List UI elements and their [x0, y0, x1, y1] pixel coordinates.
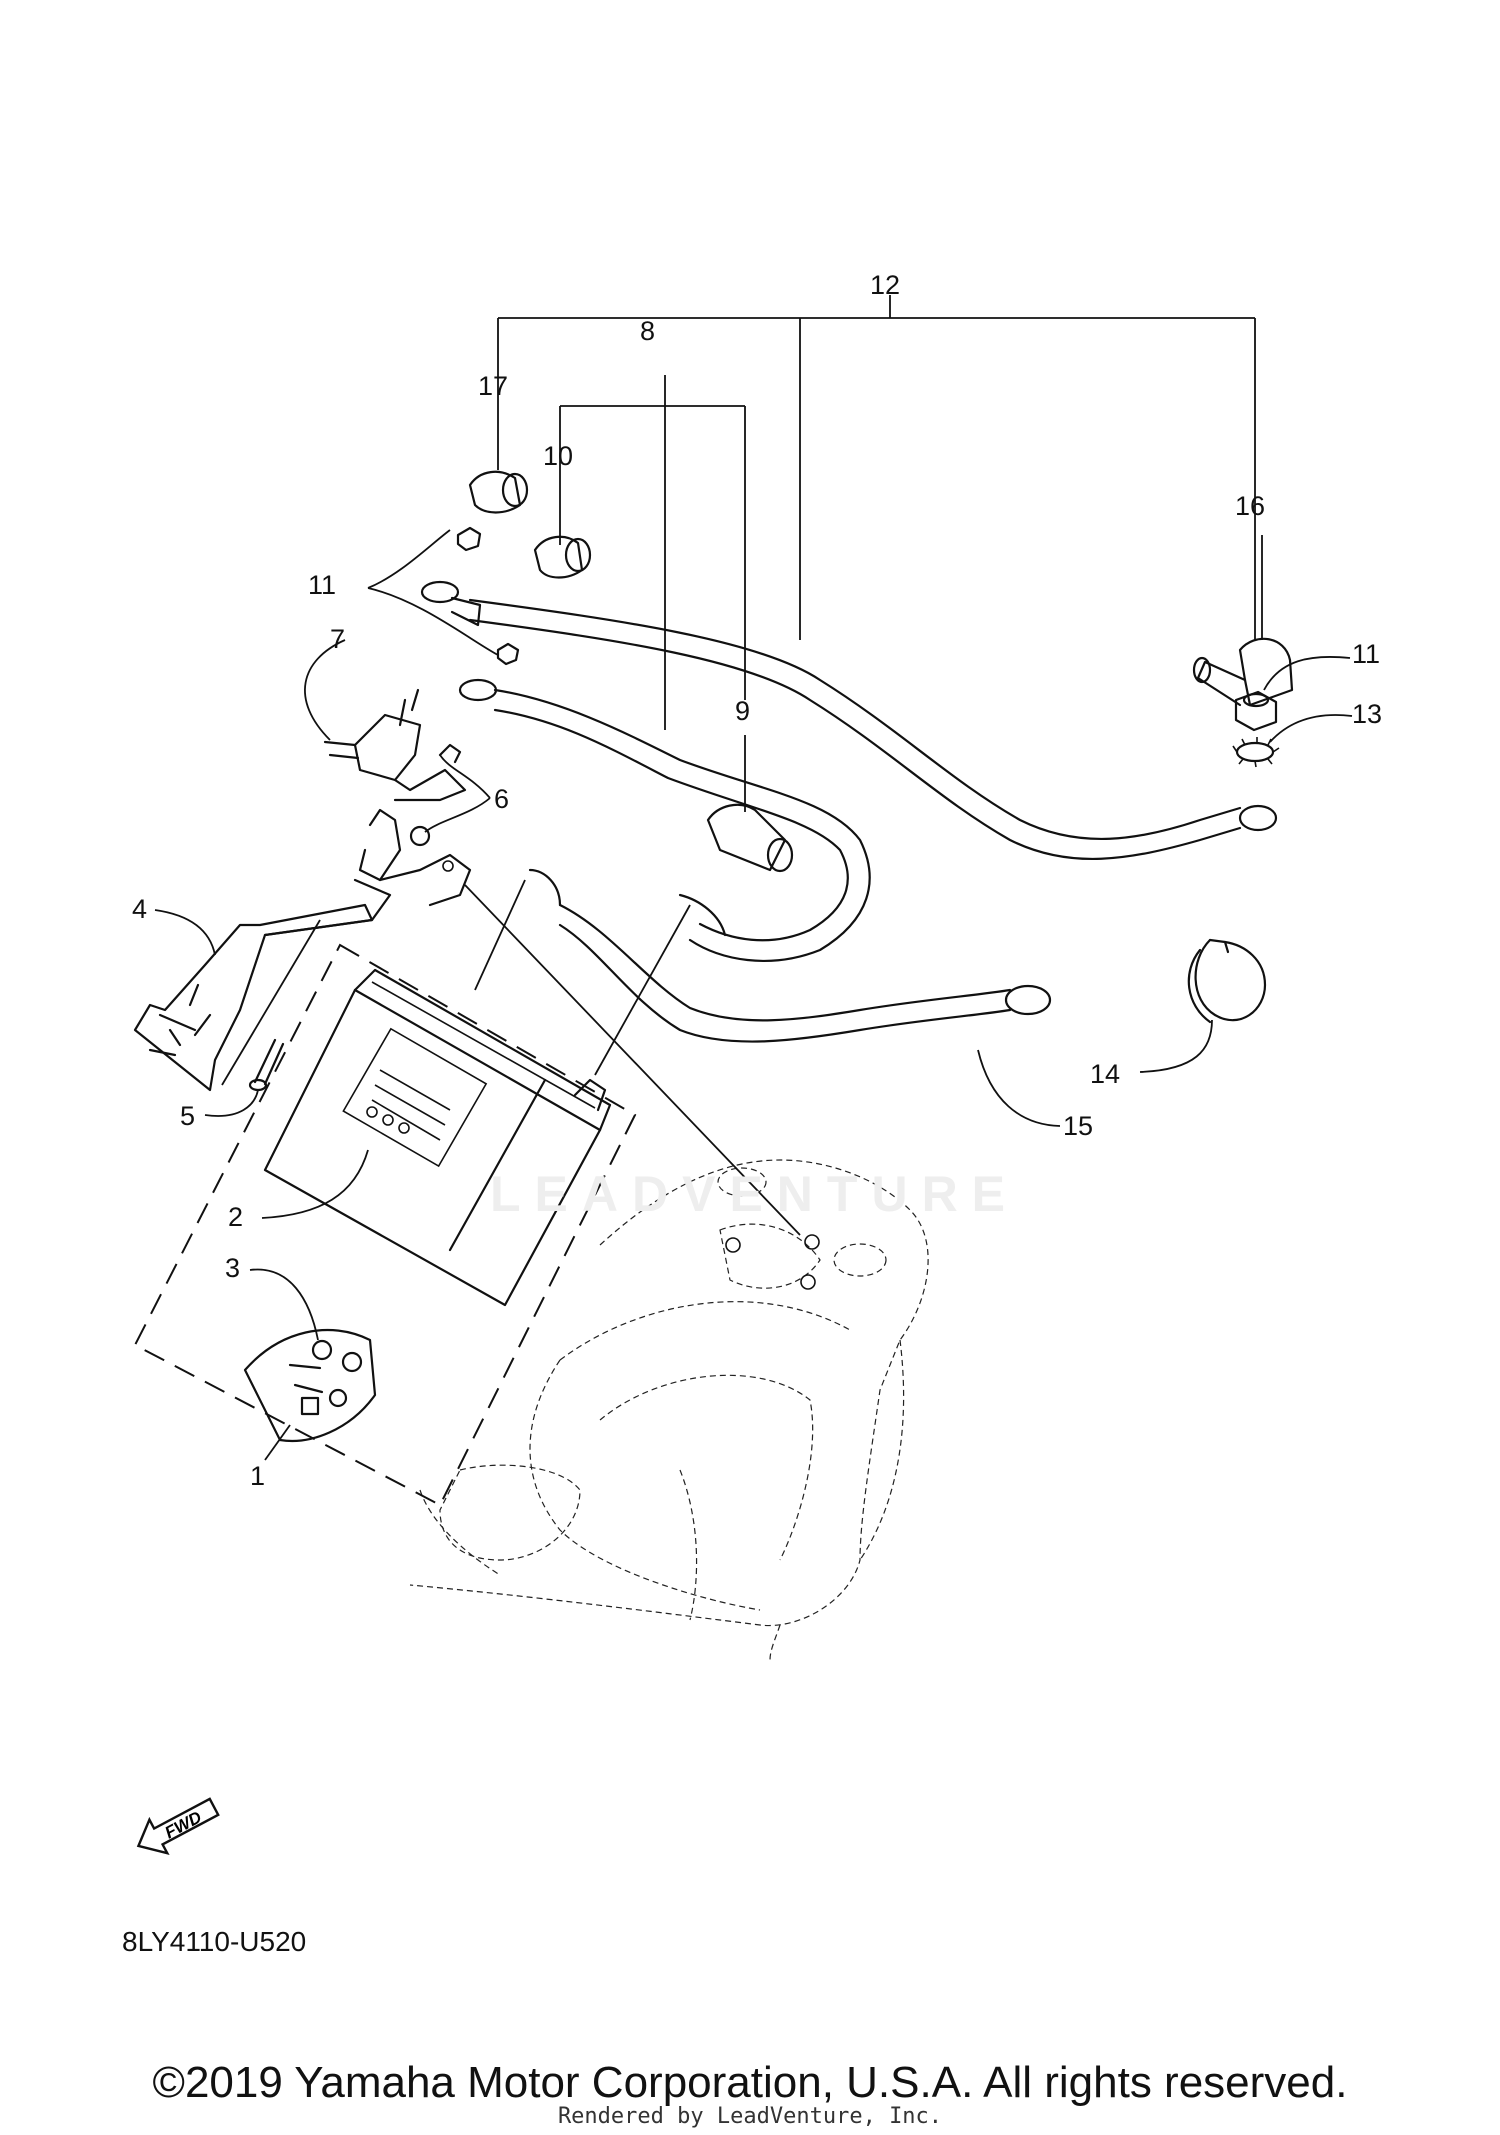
callout-1: 1 — [250, 1461, 265, 1491]
callout-2: 2 — [228, 1202, 243, 1232]
callout-12: 12 — [870, 270, 900, 300]
callout-17: 17 — [478, 371, 508, 401]
positive-cable — [420, 580, 1278, 861]
callout-10: 10 — [543, 441, 573, 471]
terminal-cover-17 — [468, 470, 529, 514]
callout-11-left: 11 — [308, 570, 336, 600]
lock-washer-13 — [1232, 737, 1280, 768]
callout-6: 6 — [494, 784, 509, 814]
copyright-notice: ©2019 Yamaha Motor Corporation, U.S.A. A… — [152, 2058, 1348, 2107]
callout-4: 4 — [132, 894, 147, 924]
hull-outline — [409, 1159, 929, 1661]
terminal-hardware-kit — [243, 1328, 377, 1442]
reference-code: 8LY4110-U520 — [122, 1926, 307, 1957]
callout-7: 7 — [330, 624, 345, 654]
callout-9: 9 — [735, 696, 750, 726]
negative-cable — [458, 678, 871, 962]
callout-14: 14 — [1090, 1059, 1120, 1089]
rendered-by-notice: Rendered by LeadVenture, Inc. — [557, 2104, 943, 2129]
callout-11-right: 11 — [1352, 639, 1380, 669]
ground-cable — [528, 868, 1052, 1043]
callout-3: 3 — [225, 1253, 240, 1283]
terminal-cover-16 — [1192, 637, 1294, 707]
terminal-cover-10 — [533, 535, 592, 579]
callout-5: 5 — [180, 1101, 195, 1131]
terminal-cover-9 — [706, 803, 794, 873]
callout-16: 16 — [1235, 491, 1265, 521]
battery-bracket — [133, 878, 392, 1092]
cable-clamp — [1187, 938, 1267, 1024]
nut-11-right — [1234, 690, 1278, 732]
relay-assembly — [323, 688, 472, 907]
battery-kit-boundary — [133, 943, 637, 1507]
callout-15: 15 — [1063, 1111, 1093, 1141]
callout-labels: 12 17 8 10 16 11 11 13 7 9 6 4 5 14 15 2… — [132, 270, 1382, 1491]
leader-lines — [154, 295, 1353, 1461]
battery — [263, 968, 612, 1307]
nut-11-left — [456, 526, 520, 666]
leadventure-watermark: LEADVENTURE — [490, 1166, 1020, 1222]
fwd-arrow-badge: FWD — [136, 1797, 220, 1856]
callout-8: 8 — [640, 316, 655, 346]
callout-13: 13 — [1352, 699, 1382, 729]
